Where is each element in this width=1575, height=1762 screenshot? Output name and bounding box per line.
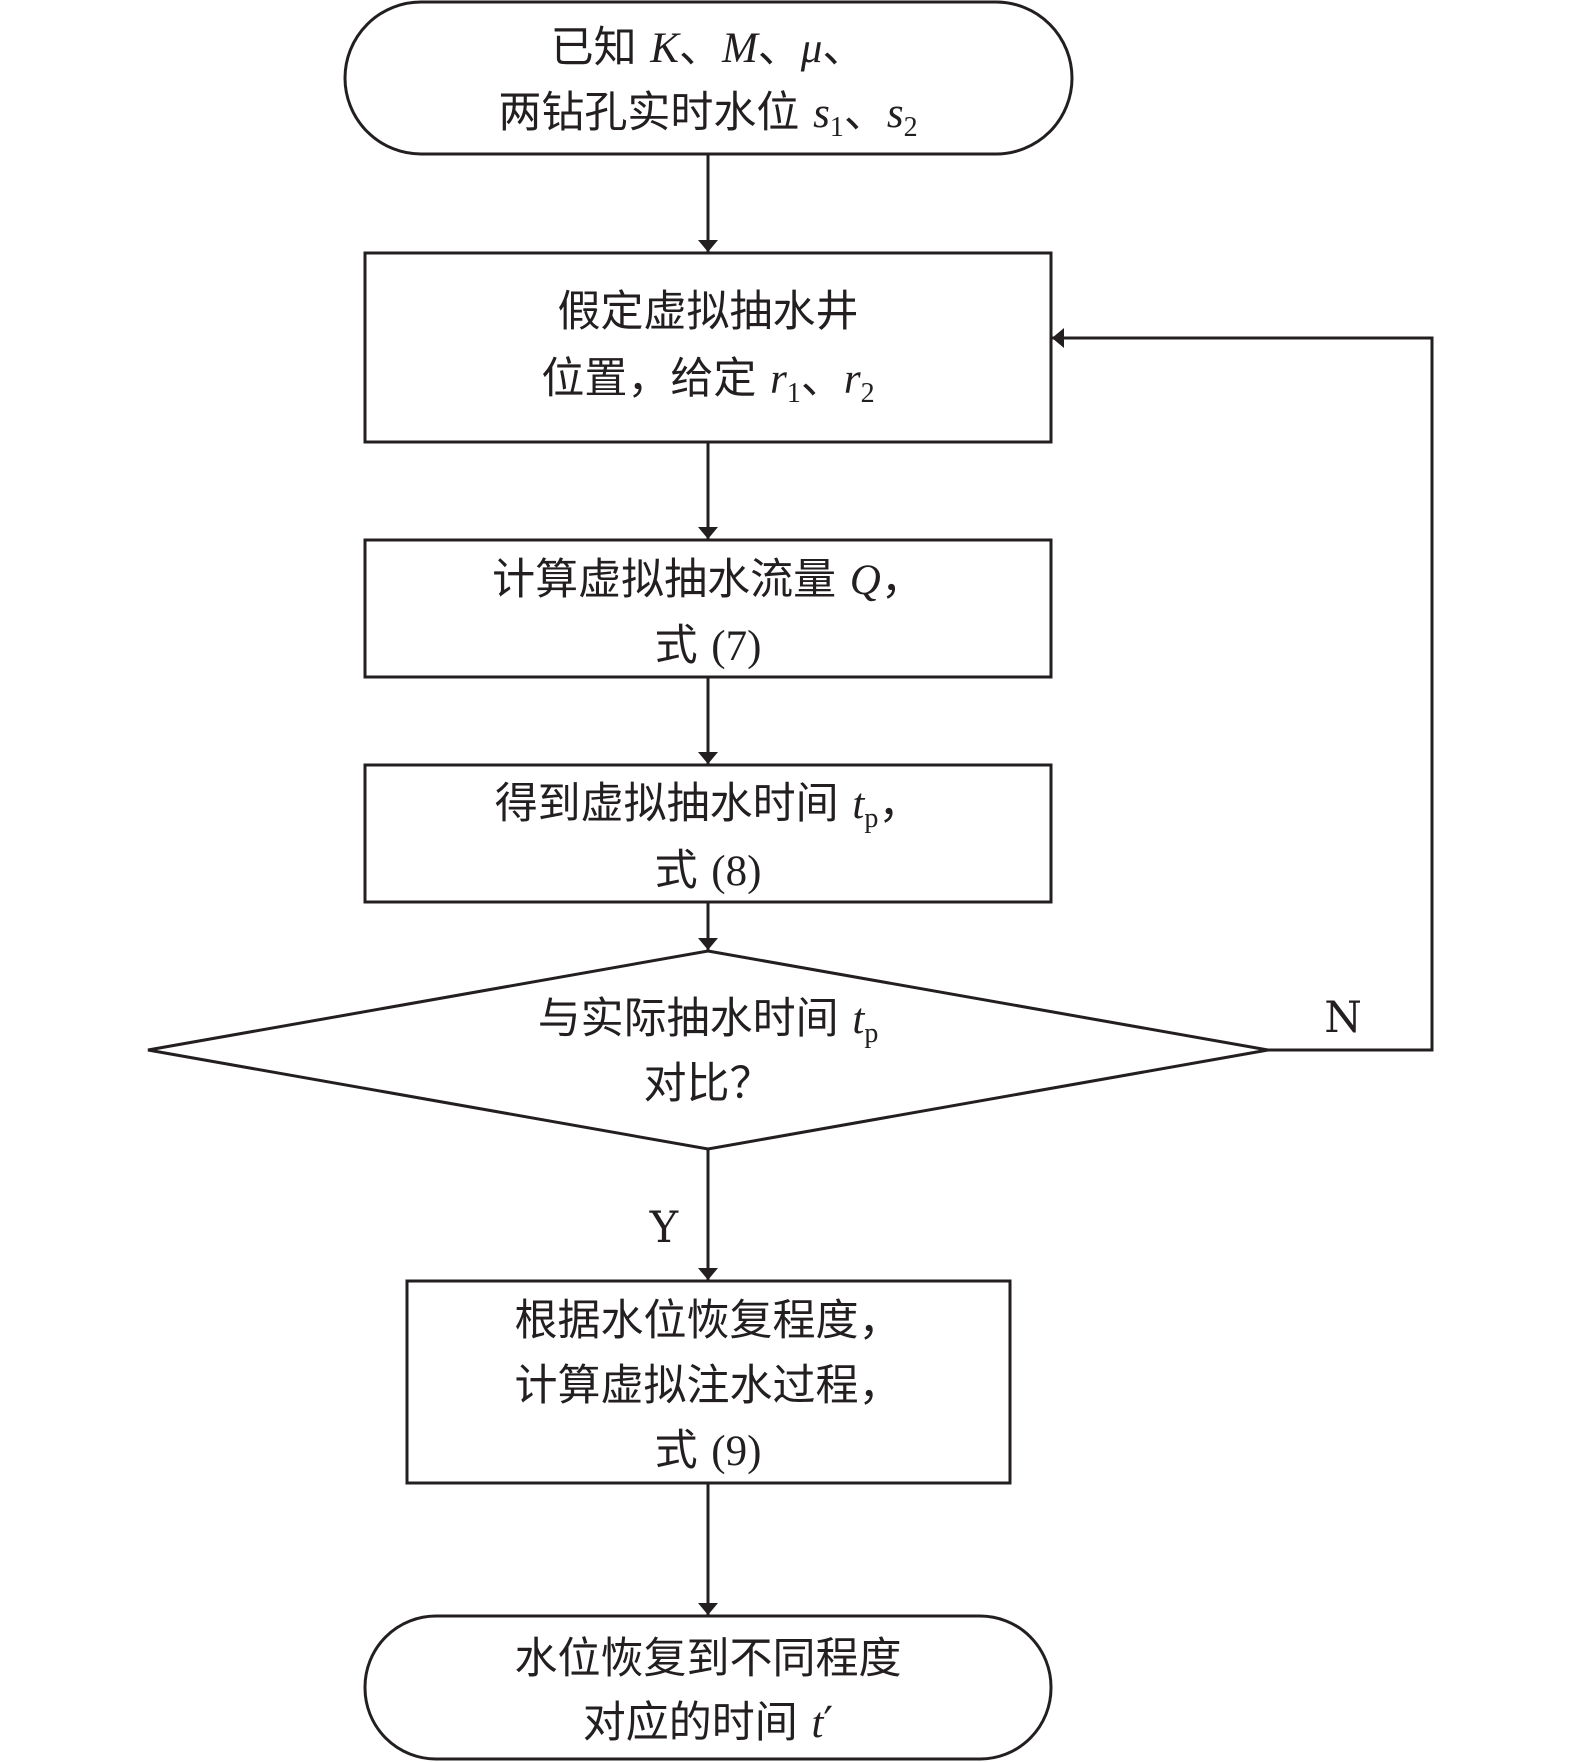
start-node: 已知 K、M、μ、 两钻孔实时水位 s1、s2 (343, 0, 1074, 156)
compute-flow-node-line1: 计算虚拟抽水流量 Q， (492, 555, 924, 605)
pumping-time-node: 得到虚拟抽水时间 tp， 式 (8) (363, 763, 1053, 904)
injection-node-line1: 根据水位恢复程度， (515, 1296, 902, 1346)
no-label: N (1324, 993, 1362, 1043)
compute-flow-node-line2: 式 (7) (655, 621, 762, 671)
start-node-line1: 已知 K、M、μ、 (551, 23, 866, 73)
end-node-shape (363, 1614, 1053, 1761)
pumping-time-node-shape (363, 763, 1053, 904)
decision-node: 与实际抽水时间 tp 对比？ (147, 949, 1269, 1151)
start-node-line2: 两钻孔实时水位 s1、s2 (498, 88, 917, 143)
pumping-time-node-line2: 式 (8) (655, 846, 762, 896)
decision-node-line1: 与实际抽水时间 tp (538, 994, 879, 1049)
compute-flow-node: 计算虚拟抽水流量 Q， 式 (7) (363, 538, 1053, 679)
arrow-decision-no-loop (1052, 328, 1434, 1052)
end-node: 水位恢复到不同程度 对应的时间 t′ (363, 1614, 1053, 1761)
assume-well-node-line1: 假定虚拟抽水井 (558, 287, 859, 337)
injection-node-shape (405, 1279, 1012, 1485)
compute-flow-node-shape (363, 538, 1053, 679)
yes-label: Y (649, 1203, 679, 1253)
assume-well-node-shape (363, 251, 1053, 444)
injection-node-line2: 计算虚拟注水过程， (515, 1361, 902, 1411)
decision-node-line2: 对比？ (644, 1059, 773, 1109)
injection-node: 根据水位恢复程度， 计算虚拟注水过程， 式 (9) (405, 1279, 1012, 1485)
injection-node-line3: 式 (9) (655, 1426, 762, 1476)
decision-node-shape (147, 949, 1269, 1151)
assume-well-node: 假定虚拟抽水井 位置，给定 r1、r2 (363, 251, 1053, 444)
pumping-time-node-line1: 得到虚拟抽水时间 tp， (495, 779, 922, 834)
assume-well-node-line2: 位置，给定 r1、r2 (541, 354, 874, 409)
end-node-line1: 水位恢复到不同程度 (515, 1634, 902, 1684)
end-node-line2: 对应的时间 t′ (583, 1698, 833, 1748)
